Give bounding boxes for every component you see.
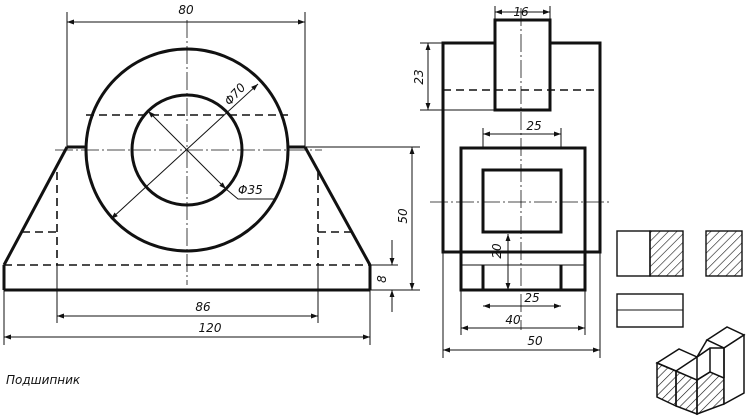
iso-right-face [723, 333, 745, 406]
side-window [481, 168, 563, 234]
dim-40-text: 40 [505, 313, 521, 327]
dim-23-text: 23 [412, 69, 426, 84]
phi35-leader [147, 110, 227, 190]
iso-front-hatch-left [656, 361, 677, 408]
dim-phi70-text: Φ70 [222, 80, 249, 108]
right-slant [303, 146, 372, 266]
side-inner-bracket [459, 146, 587, 252]
dim-phi35-text: Φ35 [238, 183, 263, 197]
left-slant [2, 146, 69, 266]
dim-50s-text: 50 [527, 334, 543, 348]
dim-25-top-text: 25 [526, 119, 541, 133]
section-view [616, 230, 743, 328]
phi35-shelf [225, 188, 275, 200]
side-top-boss [493, 18, 552, 112]
section-a-left [616, 230, 651, 277]
iso-front-hatch-right [696, 371, 725, 416]
dim-86-text: 86 [195, 300, 211, 314]
front-view: 80 Φ70 Φ35 50 8 86 120 [2, 3, 420, 345]
dim-8-text: 8 [375, 275, 389, 283]
dim-25-bottom-text: 25 [524, 291, 539, 305]
iso-front-hatch-mid [675, 369, 698, 416]
dim-50-text: 50 [396, 208, 410, 224]
outer-circle [84, 47, 290, 253]
side-view: 16 23 25 20 25 40 50 [412, 5, 612, 358]
dim-20-text: 20 [490, 243, 504, 259]
section-b-hatch [705, 230, 743, 277]
dim-16-text: 16 [513, 5, 529, 19]
caption: Подшипник [6, 373, 81, 387]
side-base [459, 250, 587, 292]
dim-120-text: 120 [199, 321, 222, 335]
isometric-view [655, 326, 746, 416]
dim-80-text: 80 [178, 3, 194, 17]
section-a-hatch [649, 230, 684, 277]
